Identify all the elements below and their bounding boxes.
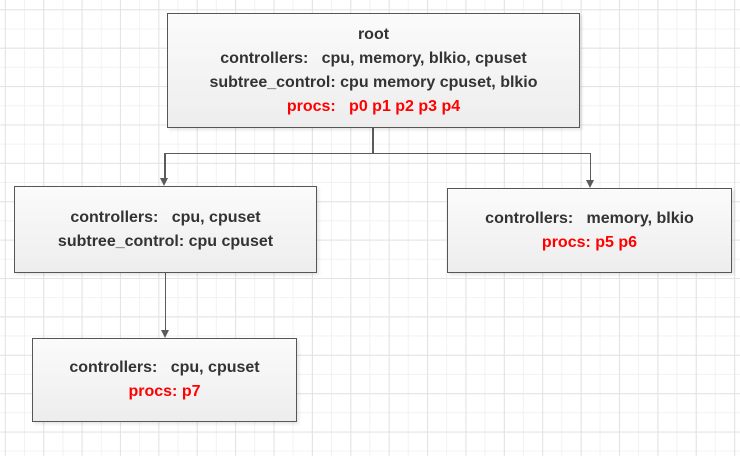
- node-right-procs: procs: p5 p6: [541, 233, 638, 251]
- connector-to-right-child: [589, 152, 591, 181]
- node-right-controllers: controllers: memory, blkio: [485, 209, 694, 227]
- arrowhead-grandchild-icon: [160, 330, 169, 338]
- node-right-child[interactable]: controllers: memory, blkio procs: p5 p6: [447, 188, 732, 273]
- node-grand-controllers: controllers: cpu, cpuset: [69, 359, 260, 376]
- connector-root-stub: [372, 127, 374, 154]
- node-root-procs: procs: p0 p1 p2 p3 p4: [286, 97, 461, 115]
- node-root-controllers: controllers: cpu, memory, blkio, cpuset: [220, 49, 527, 67]
- node-left-controllers: controllers: cpu, cpuset: [70, 208, 261, 226]
- node-left-subtree: subtree_control: cpu cpuset: [57, 232, 274, 250]
- arrowhead-left-child-icon: [160, 178, 169, 186]
- connector-to-left-child: [164, 152, 166, 179]
- arrowhead-right-child-icon: [585, 180, 594, 188]
- node-grand-procs: procs: p7: [128, 383, 201, 400]
- node-root[interactable]: root controllers: cpu, memory, blkio, cp…: [167, 13, 580, 128]
- node-grandchild[interactable]: controllers: cpu, cpuset procs: p7: [32, 338, 297, 422]
- node-left-child[interactable]: controllers: cpu, cpuset subtree_control…: [14, 186, 317, 273]
- node-root-subtree: subtree_control: cpu memory cpuset, blki…: [209, 73, 538, 91]
- connector-to-grandchild: [164, 273, 166, 330]
- node-root-title: root: [357, 25, 390, 43]
- connector-horizontal-bus: [164, 152, 591, 154]
